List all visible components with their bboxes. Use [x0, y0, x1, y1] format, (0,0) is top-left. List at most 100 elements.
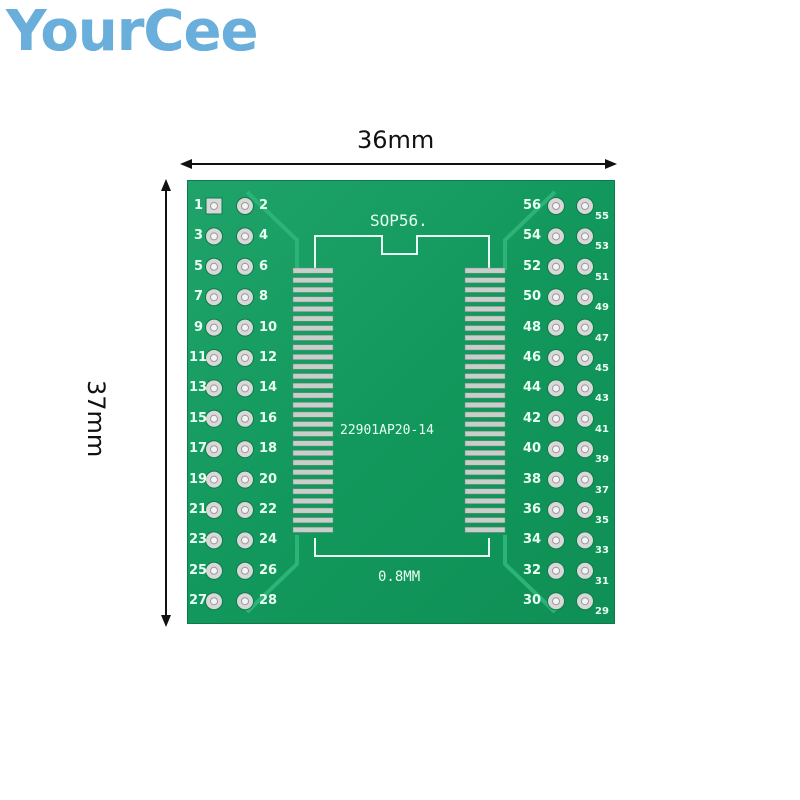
smd-finger-left: [292, 450, 334, 456]
smd-finger-left: [292, 286, 334, 293]
pin-label: 11: [189, 350, 208, 365]
pad-hole: [581, 506, 589, 514]
pad-hole: [210, 293, 218, 302]
pad-hole: [241, 566, 249, 575]
smd-finger-left: [292, 334, 334, 341]
smd-finger-left: [292, 373, 334, 380]
pin-label: 6: [259, 258, 269, 274]
smd-finger-right: [464, 363, 506, 370]
pin-label: 25: [189, 562, 208, 578]
smd-finger-left: [292, 498, 334, 504]
pad-hole: [581, 597, 589, 606]
pin-label: 26: [259, 562, 278, 578]
pad-hole: [241, 506, 249, 514]
pad-hole: [552, 354, 560, 362]
pin-label: 5: [194, 258, 204, 274]
pad-hole: [552, 414, 560, 423]
smd-finger-right: [464, 382, 506, 389]
pin-label: 30: [523, 593, 542, 609]
pin-label: 56: [523, 198, 542, 213]
pin-label: 52: [523, 258, 542, 274]
pin-label: 41: [595, 423, 609, 435]
pin-label: 28: [259, 593, 278, 609]
pin-label: 37: [595, 484, 609, 496]
pin-label: 27: [189, 593, 208, 609]
height-dimension-label: 37mm: [82, 380, 110, 458]
pad-hole: [581, 475, 589, 484]
pad-hole: [581, 232, 589, 241]
smd-finger-left: [292, 526, 334, 533]
pin-label: 53: [595, 241, 609, 253]
smd-finger-right: [464, 315, 506, 322]
pad-hole: [241, 293, 249, 302]
pin-label: 14: [259, 380, 278, 396]
pin-label: 47: [595, 332, 609, 344]
pin-label: 18: [259, 441, 278, 457]
smd-finger-right: [464, 478, 506, 485]
pad-hole: [210, 202, 218, 210]
pad-hole: [552, 202, 560, 210]
pad-hole: [581, 262, 589, 271]
pad-hole: [581, 202, 589, 210]
pin-label: 45: [595, 363, 609, 374]
pad-hole: [581, 323, 589, 332]
package-label: SOP56.: [370, 211, 428, 230]
pin-label: 51: [595, 271, 609, 283]
smd-finger-left: [292, 354, 334, 360]
pad-hole: [210, 262, 218, 271]
pin-label: 24: [259, 532, 278, 548]
pin-label: 16: [259, 410, 278, 426]
pin-label: 43: [595, 393, 609, 405]
pad-hole: [552, 597, 560, 606]
smd-finger-left: [292, 459, 334, 466]
pin-label: 54: [523, 228, 542, 244]
smd-finger-right: [464, 440, 506, 447]
smd-finger-left: [292, 315, 334, 322]
smd-finger-left: [292, 469, 334, 476]
pad-hole: [210, 597, 218, 606]
smd-finger-right: [464, 392, 506, 399]
pitch-label: 0.8MM: [378, 569, 421, 585]
pad-hole: [210, 566, 218, 575]
pin-label: 48: [523, 319, 542, 335]
smd-finger-right: [464, 430, 506, 437]
smd-finger-right: [464, 286, 506, 293]
pad-hole: [241, 323, 249, 332]
pad-hole: [241, 262, 249, 271]
pad-hole: [552, 506, 560, 514]
pin-label: 42: [523, 410, 542, 426]
smd-finger-left: [292, 402, 334, 408]
pin-label: 21: [189, 502, 208, 517]
smd-finger-right: [464, 517, 506, 524]
smd-finger-right: [464, 306, 506, 312]
pin-label: 3: [194, 228, 204, 244]
pad-hole: [210, 414, 218, 423]
pad-hole: [581, 536, 589, 545]
pad-hole: [552, 323, 560, 332]
smd-finger-right: [464, 507, 506, 514]
pad-hole: [241, 202, 249, 210]
pad-hole: [581, 354, 589, 362]
pin-label: 2: [259, 198, 269, 213]
pin-label: 33: [595, 545, 609, 557]
smd-finger-right: [464, 421, 506, 428]
pin-label: 46: [523, 350, 542, 365]
pin-label: 1: [194, 198, 204, 213]
pad-hole: [241, 536, 249, 545]
smd-finger-right: [464, 469, 506, 476]
smd-finger-right: [464, 267, 506, 274]
smd-finger-right: [464, 459, 506, 466]
pad-hole: [552, 475, 560, 484]
pad-hole: [241, 384, 249, 393]
smd-finger-left: [292, 344, 334, 351]
pad-hole: [241, 597, 249, 606]
smd-finger-left: [292, 296, 334, 303]
pin-label: 10: [259, 319, 278, 335]
smd-finger-right: [464, 277, 506, 284]
smd-finger-right: [464, 411, 506, 418]
pin-label: 17: [189, 441, 208, 457]
pad-hole: [552, 293, 560, 302]
pad-hole: [552, 384, 560, 393]
pad-hole: [552, 232, 560, 241]
